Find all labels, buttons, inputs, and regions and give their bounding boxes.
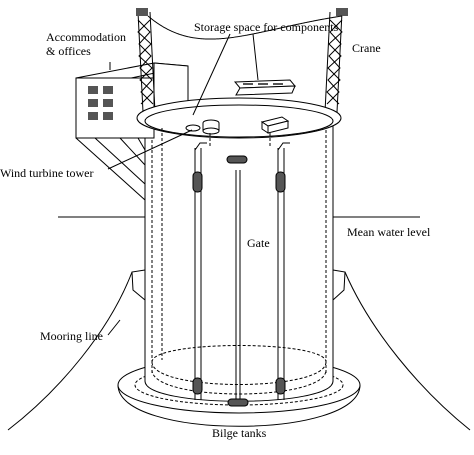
- label-bilge-tanks: Bilge tanks: [212, 426, 267, 440]
- inner-bottom-dashed-1: [151, 361, 327, 385]
- label-offices: & offices: [46, 44, 91, 58]
- gate-top-bracket-left: [194, 142, 207, 151]
- label-crane: Crane: [352, 41, 381, 55]
- inner-top-dashed: [151, 345, 327, 363]
- window: [103, 112, 113, 120]
- window: [103, 86, 113, 94]
- label-mean-water-level: Mean water level: [347, 225, 431, 239]
- inner-bottom-dashed-2: [151, 369, 327, 395]
- accommodation-support: [75, 137, 146, 201]
- crane-boom: [147, 15, 343, 40]
- tower-segments: [185, 119, 220, 135]
- top-deck-inner: [144, 104, 334, 138]
- window: [88, 86, 98, 94]
- storage-slab-side: [235, 85, 296, 96]
- label-mooring-line: Mooring line: [40, 329, 103, 343]
- storage-hatch-stripes: [243, 83, 283, 85]
- labels: Accommodation & offices Storage space fo…: [0, 20, 431, 440]
- label-gate: Gate: [247, 236, 270, 250]
- accommodation-windows: [88, 86, 113, 120]
- leader-wind-tower: [107, 129, 193, 170]
- mooring-line-left: [7, 271, 133, 431]
- gate-top-bracket-right: [277, 142, 290, 151]
- window: [88, 99, 98, 107]
- mooring-fairlead-left: [131, 269, 146, 301]
- mooring-line-right: [344, 271, 471, 431]
- leader-storage-2: [252, 33, 259, 81]
- mooring-fairlead-right: [332, 269, 346, 301]
- window: [103, 99, 113, 107]
- deck-component-block-front: [267, 120, 289, 134]
- label-wind-turbine-tower: Wind turbine tower: [0, 166, 94, 180]
- label-storage: Storage space for components: [194, 20, 339, 34]
- window: [88, 112, 98, 120]
- gate-seals: [192, 155, 286, 407]
- top-deck: [136, 97, 342, 139]
- crane-left: [136, 8, 156, 113]
- label-accommodation: Accommodation: [46, 30, 126, 44]
- crane-right: [324, 8, 348, 113]
- leader-mooring: [107, 319, 121, 336]
- leader-storage-1: [192, 33, 231, 116]
